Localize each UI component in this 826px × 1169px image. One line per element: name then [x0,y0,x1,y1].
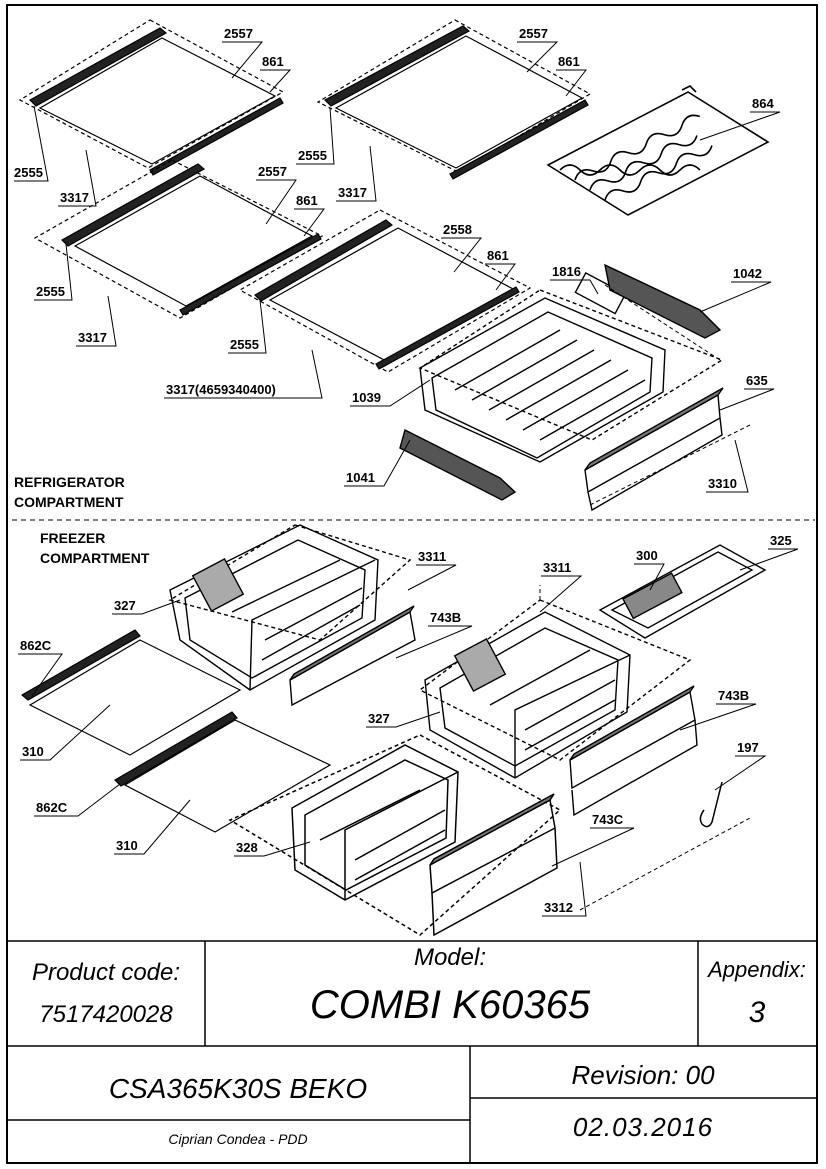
label-310-b: 310 [116,838,138,853]
label-310-a: 310 [22,744,44,759]
part-labels: 2557 861 2555 3317 2557 861 2555 3317 25… [14,26,792,915]
label-2557-a: 2557 [224,26,253,41]
label-leaders [14,41,799,917]
label-2557-c: 2557 [258,164,287,179]
label-3310: 3310 [708,476,737,491]
author-name: Ciprian Condea - PDD [168,1131,307,1147]
glass-shelf-1 [18,19,285,176]
freezer-glass-lower [114,711,332,833]
refrigerator-heading-line1: REFRIGERATOR [14,474,125,490]
crisper-drawer [399,263,724,512]
freezer-drawer-right [418,599,698,817]
label-325: 325 [770,533,792,548]
label-1042: 1042 [733,266,762,281]
label-327-a: 327 [114,598,136,613]
freezer-drawer-left [168,524,416,707]
label-2555-a: 2555 [14,165,43,180]
revision-date: 02.03.2016 [573,1112,713,1142]
freezer-glass-upper [20,629,242,756]
label-862C-a: 862C [20,638,52,653]
label-3312: 3312 [544,900,573,915]
product-code-value: 7517420028 [39,1001,173,1028]
revision-text: Revision: 00 [571,1060,715,1090]
glass-shelf-4 [238,209,532,373]
wine-rack [546,85,770,216]
label-327-b: 327 [368,711,390,726]
label-743B-a: 743B [430,610,461,625]
label-861-b: 861 [558,54,580,69]
product-name: CSA365K30S BEKO [109,1073,367,1104]
label-2558: 2558 [443,222,472,237]
label-743B-b: 743B [718,688,749,703]
label-2555-c: 2555 [36,284,65,299]
appendix-value: 3 [749,996,766,1029]
label-300: 300 [636,548,658,563]
label-862C-b: 862C [36,800,68,815]
title-block [7,940,817,1163]
label-743C: 743C [592,812,624,827]
label-3311-b: 3311 [543,560,571,575]
ice-tray [598,544,767,639]
freezer-heading-line1: FREEZER [40,530,105,546]
label-864: 864 [752,96,774,111]
label-1041: 1041 [346,470,375,485]
freezer-basket [228,734,562,937]
leader-dashes-top [589,284,751,506]
leader-dashes-bottom [539,585,751,911]
label-3317-c: 3317 [78,330,107,345]
label-328: 328 [236,840,258,855]
label-3317-a: 3317 [60,190,89,205]
sheet-border [6,4,818,1164]
label-1039: 1039 [352,390,381,405]
label-3317-d: 3317(4659340400) [166,382,276,397]
label-3311-a: 3311 [418,549,446,564]
retainer-clip [699,781,723,828]
model-label: Model: [414,944,486,971]
refrigerator-heading-line2: COMPARTMENT [14,494,124,510]
label-2555-b: 2555 [298,148,327,163]
label-197: 197 [737,740,759,755]
product-code-label: Product code: [32,959,180,986]
label-2555-d: 2555 [230,337,259,352]
model-value: COMBI K60365 [310,983,591,1027]
freezer-heading-line2: COMPARTMENT [40,550,150,566]
label-1816: 1816 [552,264,581,279]
label-3317-b: 3317 [338,185,367,200]
appendix-label: Appendix: [706,957,806,982]
label-2557-b: 2557 [519,26,548,41]
glass-shelf-2 [316,19,592,180]
label-861-d: 861 [487,248,509,263]
label-861-c: 861 [296,193,318,208]
label-635: 635 [746,373,768,388]
label-861-a: 861 [262,54,284,69]
